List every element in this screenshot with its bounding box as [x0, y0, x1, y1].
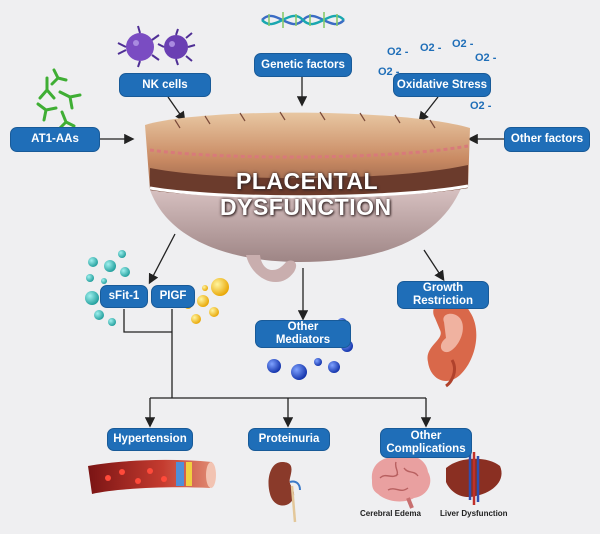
liver-dysfunction-caption: Liver Dysfunction — [440, 509, 508, 518]
growth-restriction-line2: Restriction — [412, 295, 474, 307]
blood-vessel-icon — [88, 459, 216, 494]
pigf-molecule-icon — [184, 278, 229, 324]
dna-icon — [261, 12, 345, 28]
proteinuria-box: Proteinuria — [248, 428, 330, 451]
growth-restriction-box: Growth Restriction — [397, 281, 489, 309]
liver-icon — [446, 450, 502, 505]
oxygen-label: O2 - — [387, 46, 409, 58]
hypertension-box: Hypertension — [107, 428, 193, 451]
cerebral-edema-caption: Cerebral Edema — [360, 509, 421, 518]
placental-title-line1: PLACENTAL — [236, 168, 379, 194]
outcome-connectors — [123, 309, 432, 428]
nk-cells-box: NK cells — [119, 73, 211, 97]
oxidative-stress-box: Oxidative Stress — [393, 73, 491, 97]
other-complications-box: Other Complications — [380, 428, 472, 458]
sflt-molecule-icon — [85, 250, 130, 326]
placenta-icon — [145, 111, 470, 283]
kidney-icon — [268, 462, 301, 523]
oxygen-label: O2 - — [470, 100, 492, 112]
oxygen-label: O2 - — [452, 38, 474, 50]
fetus-icon — [427, 300, 477, 388]
other-mediators-line2: Mediators — [275, 334, 331, 346]
oxygen-label: O2 - — [420, 42, 442, 54]
growth-restriction-line1: Growth — [422, 282, 464, 294]
nk-cell-icon — [117, 25, 196, 68]
other-complications-line2: Complications — [386, 443, 466, 455]
genetic-factors-box: Genetic factors — [254, 53, 352, 77]
oxygen-label: O2 - — [475, 52, 497, 64]
other-mediators-line1: Other — [287, 321, 319, 333]
placental-title-line2: DYSFUNCTION — [220, 194, 392, 220]
other-complications-line1: Other — [410, 430, 442, 442]
factor-arrows — [100, 76, 504, 321]
antibody-icon — [36, 68, 82, 130]
other-factors-box: Other factors — [504, 127, 590, 152]
brain-icon — [371, 455, 431, 509]
pigf-box: PIGF — [151, 285, 195, 308]
sflt1-box: sFit-1 — [100, 285, 148, 308]
at1-aas-box: AT1-AAs — [10, 127, 100, 152]
other-mediators-box: Other Mediators — [255, 320, 351, 348]
